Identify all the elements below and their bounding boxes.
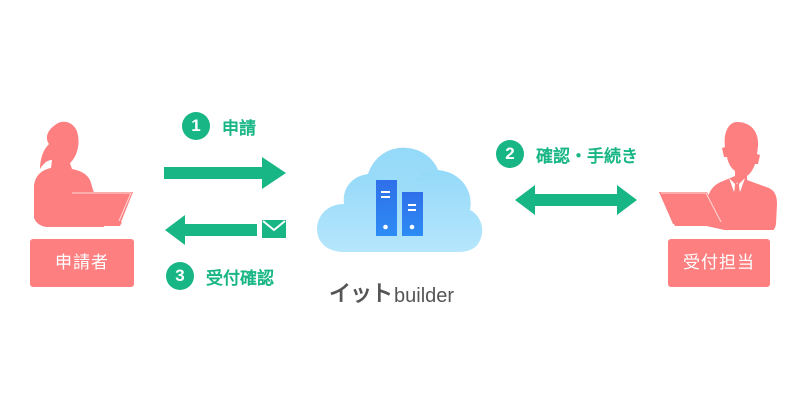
arrow-bidirectional-icon: [515, 185, 637, 215]
arrow-right-icon: [164, 157, 286, 189]
step-text: 受付確認: [206, 268, 274, 289]
arrow-left-icon: [165, 215, 257, 245]
itbuilder-logo: イット builder: [329, 276, 454, 308]
logo-jp-text: イット: [329, 282, 393, 307]
receptionist-label: 受付担当: [668, 239, 770, 287]
step-number-badge: 3: [166, 262, 194, 290]
step-3-label: 3 受付確認: [166, 262, 274, 290]
step-text: 確認・手続き: [536, 146, 638, 167]
server-short: [402, 192, 423, 236]
mail-icon: [262, 220, 286, 238]
step-number-badge: 1: [182, 112, 210, 140]
woman-with-laptop-icon: [34, 121, 133, 227]
cloud-server-icon: [317, 147, 483, 252]
step-1-label: 1 申請: [182, 112, 256, 140]
step-2-label: 2 確認・手続き: [496, 140, 638, 168]
logo-en-text: builder: [394, 285, 455, 307]
applicant-label: 申請者: [30, 239, 134, 287]
step-number-badge: 2: [496, 140, 524, 168]
step-text: 申請: [222, 118, 256, 139]
businessman-with-laptop-icon: [659, 122, 777, 230]
server-tall: [376, 180, 397, 236]
